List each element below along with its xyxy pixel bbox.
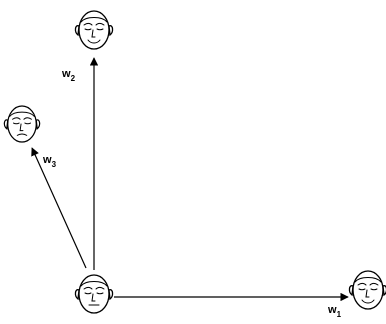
face-origin-neutral <box>74 274 114 314</box>
vector-arrow-w3 <box>31 147 87 269</box>
face-w1-smile <box>348 270 386 310</box>
label-w3: w3 <box>42 154 57 169</box>
label-w1: w1 <box>327 304 342 319</box>
face-w3-slight-frown <box>3 105 41 143</box>
label-w2: w2 <box>61 68 76 83</box>
face-w2-smile <box>74 10 114 50</box>
